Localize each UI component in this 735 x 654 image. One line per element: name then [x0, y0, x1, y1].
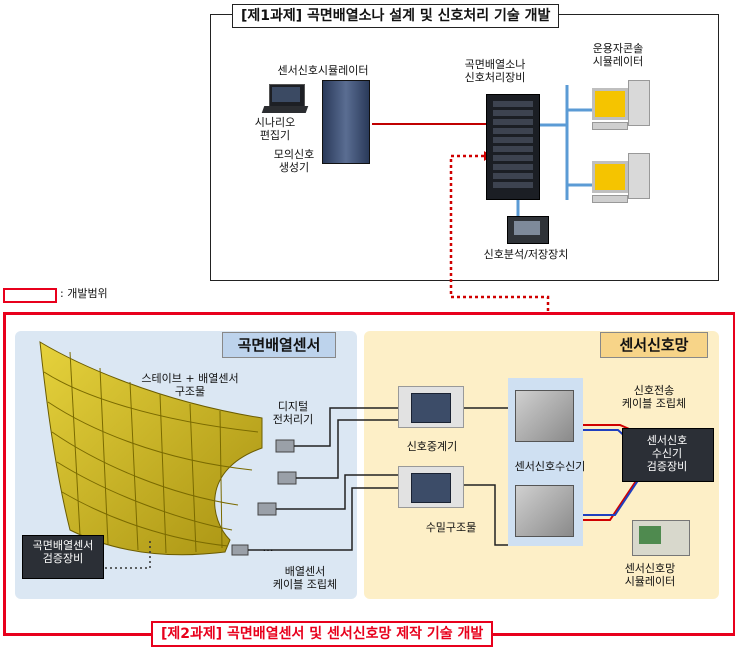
digital-preprocessor-label: 디지털 전처리기: [272, 400, 314, 426]
operator-console-label: 운용자콘솔 시뮬레이터: [592, 42, 644, 68]
legend-swatch: [3, 288, 57, 303]
receiver-tester-label: 센서신호 수신기 검증장비: [646, 434, 688, 473]
signal-relay-label: 신호중계기: [406, 440, 458, 453]
task1-title: [제1과제] 곡면배열소나 설계 및 신호처리 기술 개발: [232, 4, 560, 28]
simulator-rack-icon: [322, 80, 370, 164]
scenario-editor-label: 시나리오 편집기: [254, 116, 296, 142]
array-sensor-tester-icon: [22, 535, 104, 579]
stave-structure-label: 스테이브 + 배열센서 구조물: [141, 372, 239, 398]
watertight-structure-label: 수밀구조물: [425, 521, 477, 534]
array-cable-assembly-label: 배열센서 케이블 조립체: [272, 565, 338, 591]
task1-frame: [210, 14, 719, 281]
network-simulator-label: 센서신호망 시뮬레이터: [624, 562, 676, 588]
receiver-tester-icon: [622, 428, 714, 482]
signal-cable-assembly-label: 신호전송 케이블 조립체: [621, 384, 687, 410]
mock-signal-generator-label: 모의신호 생성기: [273, 148, 315, 174]
console-computer-icon-2: [592, 153, 652, 207]
network-simulator-icon: [632, 520, 690, 556]
sonar-processor-label: 곡면배열소나 신호처리장비: [464, 58, 526, 84]
sensor-receiver-label: 센서신호수신기: [514, 460, 586, 473]
processor-rack-icon: [486, 94, 540, 200]
array-sensor-tester-label: 곡면배열센서 검증장비: [32, 539, 94, 565]
ellipsis-label: …: [262, 541, 274, 554]
signal-relay-icon-2: [398, 466, 464, 508]
analyzer-device-icon: [507, 216, 549, 244]
task2-title: [제2과제] 곡면배열센서 및 센서신호망 제작 기술 개발: [151, 621, 494, 647]
legend-label: : 개발범위: [60, 287, 108, 300]
signal-analysis-label: 신호분석/저장장치: [483, 248, 569, 261]
laptop-icon: [261, 84, 309, 114]
console-computer-icon-1: [592, 80, 652, 134]
sensor-receiver-icon-2: [515, 485, 574, 537]
array-sensor-panel-title: 곡면배열센서: [222, 332, 336, 358]
sensor-receiver-icon-1: [515, 390, 574, 442]
signal-relay-icon-1: [398, 386, 464, 428]
sensor-simulator-label: 센서신호시뮬레이터: [277, 64, 369, 77]
sensor-network-panel-title: 센서신호망: [600, 332, 708, 358]
